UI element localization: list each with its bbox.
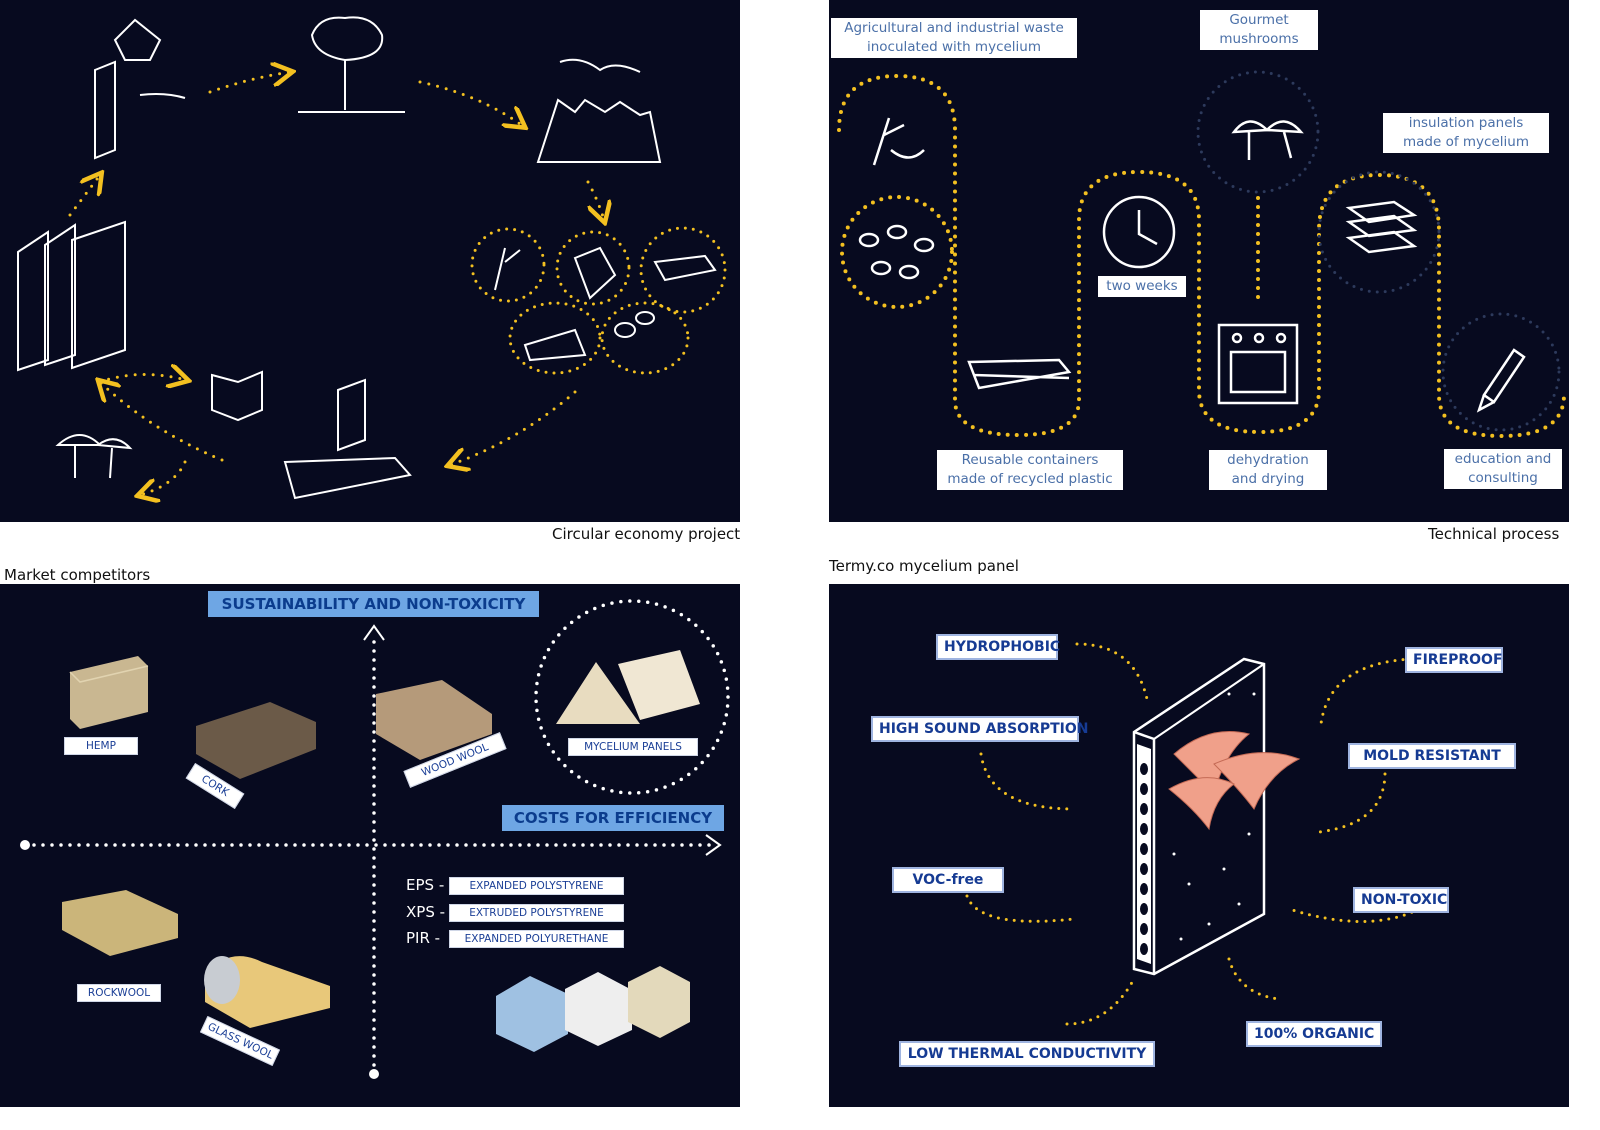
prop-voc: VOC-free — [892, 867, 1004, 893]
tag-rockwool: ROCKWOOL — [77, 984, 161, 1002]
mushroom-growth — [1168, 731, 1301, 831]
termy-diagram — [965, 642, 1421, 1026]
prop-organic: 100% ORGANIC — [1246, 1021, 1382, 1047]
abbr-xps: XPS - — [406, 903, 446, 921]
label-education: education and consulting — [1444, 449, 1562, 489]
label-mushrooms: Gourmet mushrooms — [1200, 10, 1318, 50]
abbr-pir: PIR - — [406, 929, 441, 947]
product-images — [62, 650, 700, 1052]
prop-thermal: LOW THERMAL CONDUCTIVITY — [899, 1041, 1155, 1067]
axis-costs: COSTS FOR EFFICIENCY — [502, 805, 724, 831]
tag-eps: EXPANDED POLYSTYRENE — [449, 877, 624, 895]
label-two-weeks: two weeks — [1098, 276, 1186, 297]
axis-sustainability: SUSTAINABILITY AND NON-TOXICITY — [208, 591, 539, 617]
process-path — [837, 73, 1566, 439]
sketch-icons — [17, 16, 717, 500]
circular-economy-panel — [0, 0, 740, 522]
tag-pir: EXPANDED POLYURETHANE — [449, 930, 624, 948]
termy-panel-caption: Termy.co mycelium panel — [829, 557, 1019, 575]
mycelium-panel-illustration — [1132, 657, 1301, 976]
label-dehydration: dehydration and drying — [1209, 450, 1327, 490]
prop-hydrophobic: HYDROPHOBIC — [936, 634, 1060, 660]
market-competitors-panel: SUSTAINABILITY AND NON-TOXICITY COSTS FO… — [0, 584, 740, 1107]
process-icons — [858, 117, 1526, 413]
technical-process-caption: Technical process — [1428, 525, 1560, 543]
label-waste: Agricultural and industrial waste inocul… — [831, 18, 1077, 58]
abbr-eps: EPS - — [406, 876, 445, 894]
prop-mold: MOLD RESISTANT — [1348, 743, 1516, 769]
property-connectors — [965, 642, 1421, 1026]
tag-xps: EXTRUDED POLYSTYRENE — [449, 904, 624, 922]
circular-economy-caption: Circular economy project — [552, 525, 741, 543]
prop-fireproof: FIREPROOF — [1405, 647, 1503, 673]
termy-panel: HYDROPHOBIC FIREPROOF HIGH SOUND ABSORPT… — [829, 584, 1569, 1107]
cycle-arrows — [68, 72, 604, 495]
market-competitors-caption: Market competitors — [4, 566, 151, 584]
tag-hemp: HEMP — [64, 737, 138, 755]
market-axes — [20, 599, 730, 1079]
technical-process-panel: Agricultural and industrial waste inocul… — [829, 0, 1569, 522]
label-insulation: insulation panels made of mycelium — [1383, 113, 1549, 153]
prop-nontoxic: NON-TOXIC — [1353, 887, 1449, 913]
circular-economy-diagram — [17, 16, 727, 522]
prop-sound: HIGH SOUND ABSORPTION — [871, 716, 1088, 742]
tag-mycelium: MYCELIUM PANELS — [568, 738, 698, 756]
label-containers: Reusable containers made of recycled pla… — [937, 450, 1123, 490]
technical-process-diagram — [837, 70, 1566, 439]
